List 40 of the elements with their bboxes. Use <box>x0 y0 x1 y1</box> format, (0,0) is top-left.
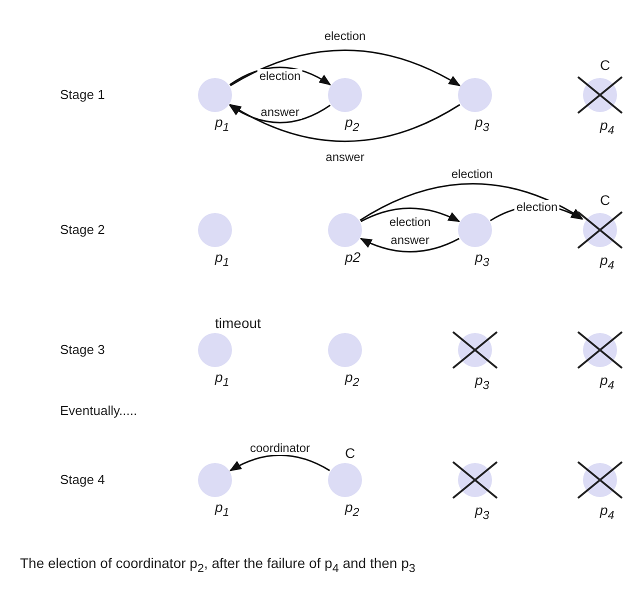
arrow <box>360 238 460 252</box>
stage-label: Stage 3 <box>60 342 105 358</box>
arrow <box>229 104 460 142</box>
edge-label: election <box>387 215 433 229</box>
node-label: p$_{4}$ <box>600 252 614 274</box>
node-label: p$_{1}$ <box>215 114 230 136</box>
node-label: p$_{3}$ <box>475 372 490 394</box>
arrow <box>360 208 460 222</box>
node-label: p$_{1}$ <box>215 249 230 271</box>
edge-label: election <box>257 69 303 83</box>
node-label: p$_{4}$ <box>600 502 614 524</box>
node-label: p$_{3}$ <box>475 114 490 136</box>
node-label: p$_{2}$ <box>345 369 360 391</box>
edge-label: coordinator <box>248 441 312 455</box>
node-label: C <box>345 445 356 461</box>
arrow <box>230 50 461 86</box>
edge-label: election <box>322 29 368 43</box>
edge-label: election <box>449 167 495 181</box>
node-label: p$_{2}$ <box>345 499 360 521</box>
node-label: p$_{4}$ <box>600 117 614 139</box>
stage-label: Stage 4 <box>60 472 105 488</box>
node-label: p$_{1}$ <box>215 369 230 391</box>
arrow <box>229 66 332 86</box>
node-label: C <box>600 192 610 208</box>
node-label: p$_{4}$ <box>600 372 614 394</box>
node-label: C <box>600 57 610 73</box>
stage-label: Stage 2 <box>60 222 105 238</box>
arrow <box>229 454 330 472</box>
node-label: p$_{3}$ <box>475 249 490 271</box>
node-label: p$_{1}$ <box>215 499 230 521</box>
arrow <box>228 104 331 124</box>
node-label: timeout <box>215 315 261 331</box>
edge-label: election <box>514 200 560 214</box>
caption: The election of coordinator p$_{2}$, after the failure of p$_{4}$ and then p$_{3}$ <box>20 555 416 577</box>
node-label: p$_{2}$ <box>345 114 360 136</box>
node-label: p$_{3}$ <box>475 502 490 524</box>
stage-label: Eventually..... <box>60 403 138 419</box>
stage-label: Stage 1 <box>60 87 105 103</box>
arrow <box>360 183 584 221</box>
node-label: p2 <box>345 249 361 265</box>
